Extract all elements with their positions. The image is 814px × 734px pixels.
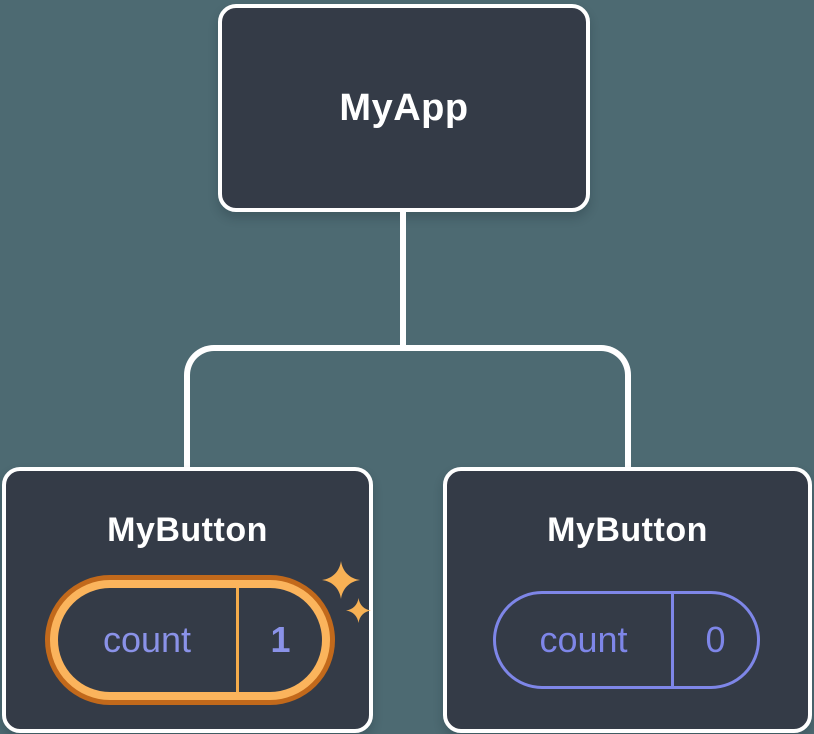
sparkle-icon (322, 561, 360, 599)
state-pill-highlighted: count 1 (45, 575, 335, 705)
component-name: MyApp (339, 86, 469, 129)
component-name: MyButton (547, 511, 708, 549)
state-value: 0 (671, 594, 757, 686)
state-pill-body: count 1 (58, 588, 322, 692)
sparkle-icon (346, 598, 371, 623)
state-pill: count 0 (493, 591, 760, 689)
state-key: count (539, 619, 628, 660)
component-node-myapp: MyApp (218, 4, 590, 212)
state-key: count (102, 619, 192, 660)
component-node-mybutton-1: MyButton count 1 (2, 467, 373, 733)
connector-trunk-line (400, 210, 406, 350)
state-value: 1 (236, 588, 322, 692)
connector-branch-line (184, 345, 631, 470)
state-pill-inner-ring: count 1 (50, 580, 330, 700)
component-name: MyButton (107, 511, 268, 549)
component-node-mybutton-2: MyButton count 0 (443, 467, 812, 733)
